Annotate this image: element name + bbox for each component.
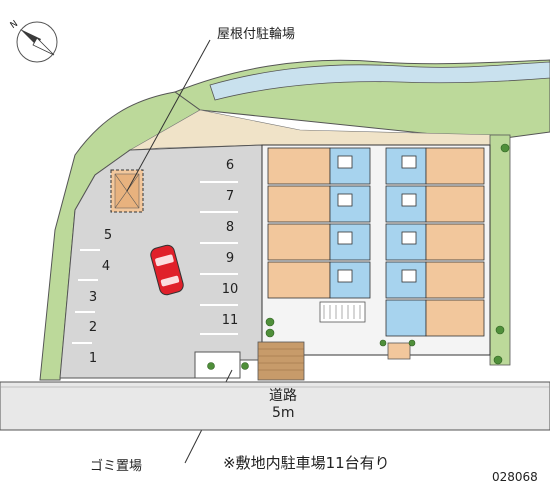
apartment-unit [267,223,331,261]
garbage-area [194,351,241,379]
units-left [267,147,371,299]
road-name-label: 道路 [269,388,297,404]
car-icon [150,244,184,296]
unit-fixture [401,155,417,169]
unit-fixture [401,193,417,207]
compass-icon [16,21,58,63]
brick-path [257,341,305,381]
stall-number: 10 [221,282,239,297]
stall-number: 5 [103,228,113,243]
road [0,381,550,431]
unit-fixture [337,193,353,207]
unit-fixture [337,269,353,283]
apartment-unit [267,147,331,185]
stall-number: 11 [221,313,239,328]
apartment-unit [425,299,485,337]
bicycle-parking-label: 屋根付駐輪場 [217,27,296,42]
unit-fixture [337,155,353,169]
unit-wet-area [385,299,427,337]
stall-number: 7 [225,189,235,204]
stall-number: 6 [225,158,235,173]
road-width-label: 5m [272,405,295,421]
stall-number: 4 [101,259,111,274]
apartment-unit [267,261,331,299]
units-right [385,147,485,337]
apartment-unit [425,223,485,261]
stall-lines-right [200,181,238,335]
unit-fixture [401,269,417,283]
apartment-unit [425,261,485,299]
unit-fixture [337,231,353,245]
stall-number: 3 [88,290,98,305]
shrubs [207,143,510,370]
unit-fixture [401,231,417,245]
river [209,61,550,101]
parking-note: ※敷地内駐車場11台有り [223,454,390,472]
leader-bicycle [126,39,211,192]
stall-number: 8 [225,220,235,235]
stairs [319,301,366,323]
stall-number: 1 [88,351,98,366]
garbage-label: ゴミ置場 [90,459,143,474]
apartment-unit [425,185,485,223]
apartment-unit [425,147,485,185]
stall-lines-left [72,249,100,344]
stall-number: 2 [88,320,98,335]
unit-wet-area [329,261,371,299]
unit-wet-area [329,185,371,223]
stall-number: 9 [225,251,235,266]
map-code: 028068 [492,470,538,484]
apartment-unit [267,185,331,223]
